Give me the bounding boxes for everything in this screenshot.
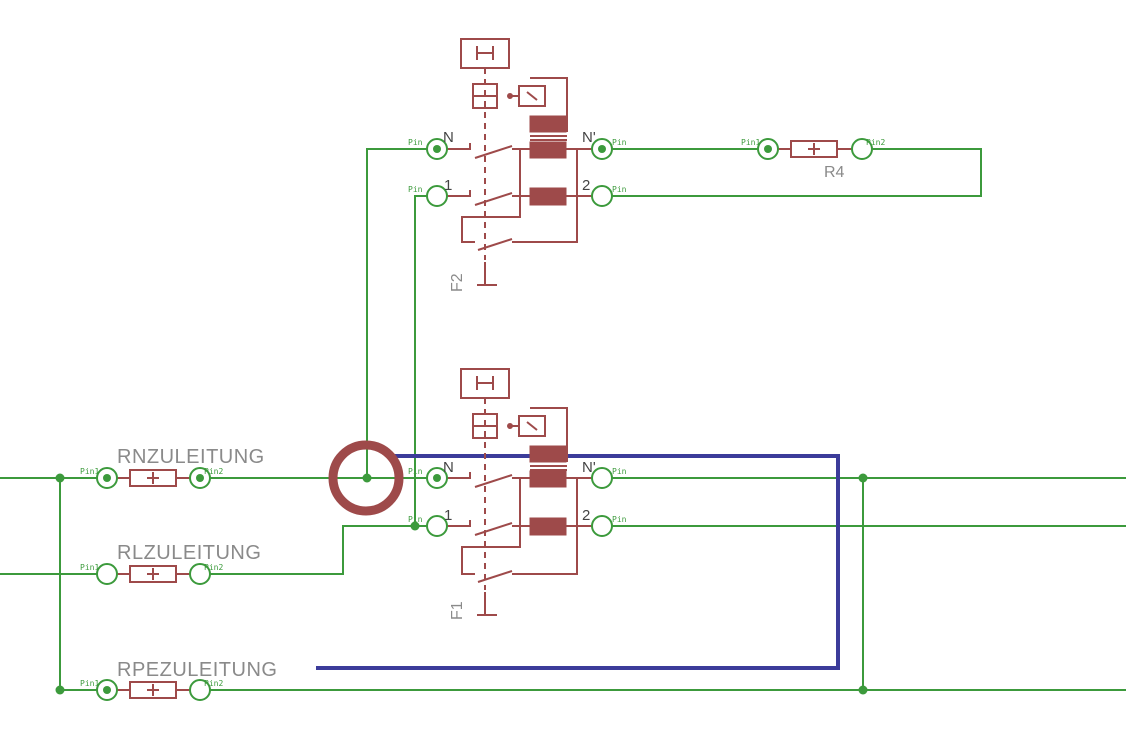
pin-label: Pin1: [80, 563, 99, 572]
resistor-r4[interactable]: Pin1 Pin2 R4: [741, 138, 885, 181]
wire-f2-n-feed[interactable]: [366, 148, 437, 478]
component-label: R4: [824, 164, 845, 181]
pin-label: Pin: [612, 467, 627, 476]
pin-label: 2: [582, 177, 590, 194]
pin-label: Pin1: [80, 679, 99, 688]
pin-label: 2: [582, 507, 590, 524]
rcd-f1[interactable]: N 1 N' 2 Pin Pin Pin Pin F1: [408, 368, 627, 620]
pin-label: Pin: [408, 467, 423, 476]
pin-label: 1: [444, 177, 452, 194]
resistor-rnzuleitung[interactable]: Pin1 Pin2 RNZULEITUNG: [80, 446, 265, 489]
pin-label: Pin1: [741, 138, 760, 147]
junctions: [55, 473, 868, 695]
rcd-f2[interactable]: N 1 N' 2 Pin Pin Pin Pin F2: [408, 38, 627, 292]
component-label: RLZULEITUNG: [117, 542, 261, 564]
junction-dot: [410, 521, 420, 531]
junction-dot: [858, 473, 868, 483]
pin-label: Pin2: [204, 563, 223, 572]
pin-label: Pin: [408, 515, 423, 524]
pin-label: N: [443, 129, 454, 146]
component-label: F2: [449, 273, 466, 292]
pin-label: N': [582, 459, 596, 476]
pin-label: Pin: [408, 138, 423, 147]
pin-label: Pin: [612, 515, 627, 524]
highlighted-net[interactable]: [316, 454, 840, 670]
resistor-rlzuleitung[interactable]: Pin1 Pin2 RLZULEITUNG: [80, 542, 261, 585]
pin-label: Pin2: [204, 679, 223, 688]
junction-dot: [55, 685, 65, 695]
pin-label: N: [443, 459, 454, 476]
pin-label: Pin: [408, 185, 423, 194]
junction-dot: [362, 473, 372, 483]
wire-l-mid[interactable]: [200, 525, 437, 575]
current-transformer-ring[interactable]: [328, 440, 404, 516]
component-label: RPEZULEITUNG: [117, 659, 277, 681]
pin-label: Pin: [612, 185, 627, 194]
pin-label: Pin1: [80, 467, 99, 476]
component-label: RNZULEITUNG: [117, 446, 265, 468]
junction-dot: [858, 685, 868, 695]
wire-r4-loop[interactable]: [602, 148, 982, 197]
pin-label: 1: [444, 507, 452, 524]
junction-dot: [55, 473, 65, 483]
pin-label: Pin2: [866, 138, 885, 147]
pin-label: Pin2: [204, 467, 223, 476]
pin-label: Pin: [612, 138, 627, 147]
resistor-rpezuleitung[interactable]: Pin1 Pin2 RPEZULEITUNG: [80, 659, 277, 701]
pin-label: N': [582, 129, 596, 146]
wires: [0, 148, 1126, 691]
component-label: F1: [449, 601, 466, 620]
